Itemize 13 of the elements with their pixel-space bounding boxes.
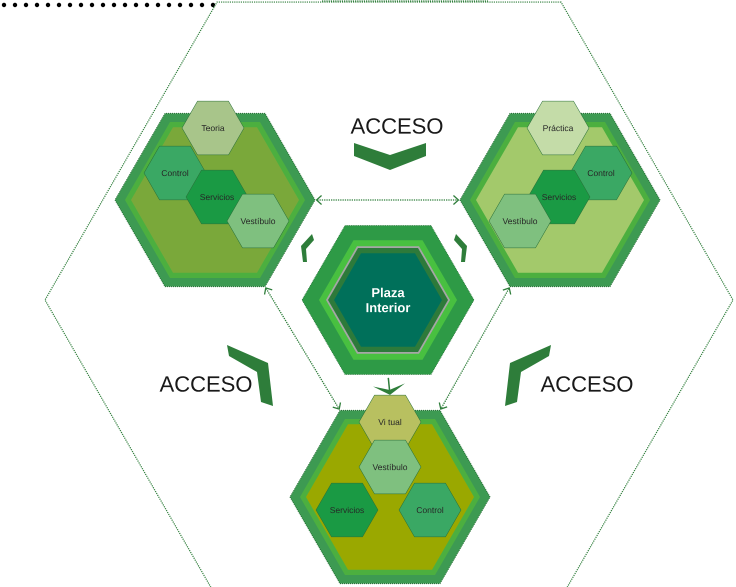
connector-arrow: [438, 287, 512, 410]
access-label: ACCESO: [160, 376, 252, 392]
hexagon-tile: Práctica: [526, 100, 590, 156]
access-label: ACCESO: [350, 118, 442, 134]
connector-arrow: [264, 287, 342, 410]
hexagon-tile: Vestíbulo: [358, 440, 422, 494]
outline-hexagon: [44, 1, 734, 587]
hexagon-tile: Servicios: [316, 482, 378, 538]
hexagon-tile: Teoria: [182, 100, 244, 156]
connector-arrow: [316, 195, 460, 205]
access-label: ACCESO: [540, 376, 632, 392]
hexagon-tile: Control: [398, 482, 462, 538]
center-hexagon: Plaza Interior: [302, 225, 474, 375]
